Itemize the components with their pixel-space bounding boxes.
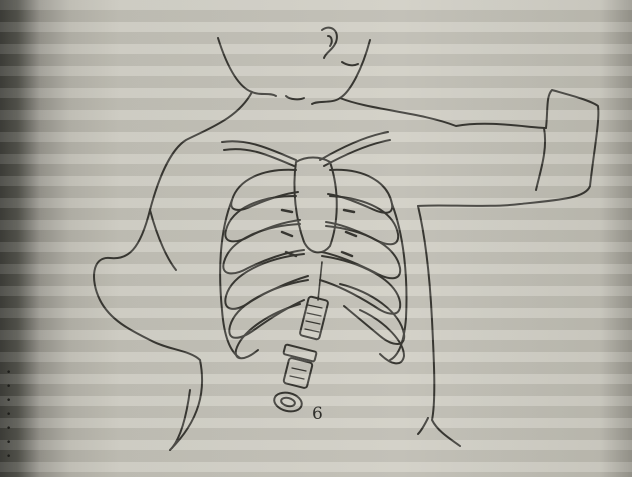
margin-dot: • — [6, 436, 20, 450]
left-shoulder — [94, 92, 252, 450]
left-clavicle — [222, 141, 296, 160]
sternum — [294, 158, 336, 253]
margin-dot: • — [6, 450, 20, 464]
head-outline — [218, 38, 276, 96]
right-arm-inner — [536, 128, 545, 190]
margin-marks: • • • • • • • — [6, 366, 20, 464]
margin-dot: • — [6, 366, 20, 380]
right-arm — [418, 90, 598, 206]
figure-label: 6 — [312, 404, 323, 424]
right-torso — [418, 206, 460, 446]
torso-bottom-left — [172, 390, 190, 448]
neck-right — [312, 40, 370, 104]
margin-dot: • — [6, 422, 20, 436]
margin-dot: • — [6, 408, 20, 422]
right-shoulder — [340, 98, 546, 128]
margin-dot: • — [6, 380, 20, 394]
margin-dot: • — [6, 394, 20, 408]
right-ribcage — [320, 170, 406, 364]
right-clavicle — [320, 132, 388, 160]
ear-icon — [322, 28, 337, 58]
left-arm-fold — [150, 210, 176, 270]
syringe-icon — [272, 262, 328, 414]
